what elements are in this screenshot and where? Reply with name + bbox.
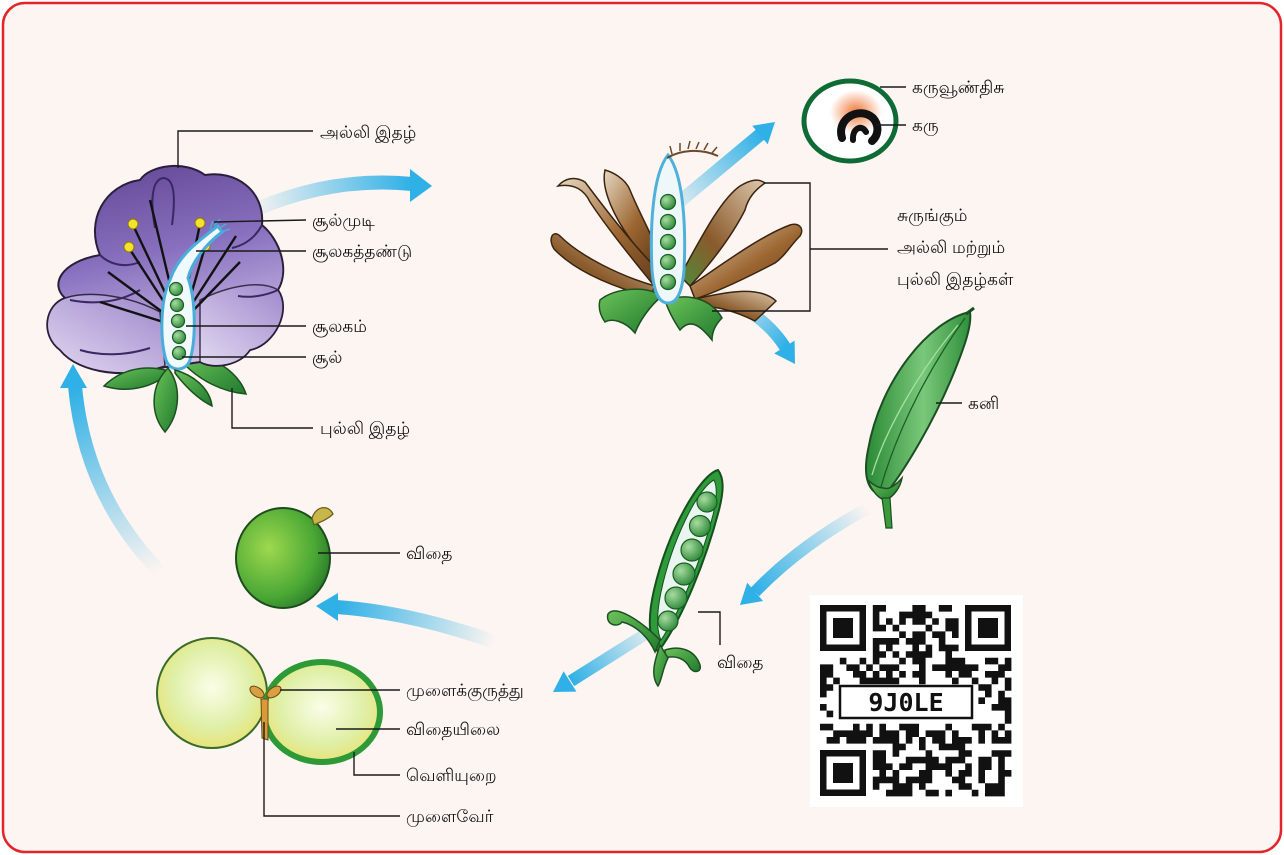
label-cotyledon: விதையிலை xyxy=(406,720,500,739)
label-sepal: புல்லி இதழ் xyxy=(320,419,410,439)
cotyledon-right xyxy=(264,662,380,762)
label-plumule: முளைக்குருத்து xyxy=(406,681,524,701)
label-fruit: கனி xyxy=(968,394,999,413)
label-petal: அல்லி இதழ் xyxy=(320,123,416,143)
label-endosperm: கருவூண்திசு xyxy=(912,78,1004,98)
qr-code-text: 9J0LE xyxy=(868,688,943,717)
label-stigma: சூல்முடி xyxy=(312,211,375,231)
seed-section xyxy=(804,81,896,161)
label-embryo: கரு xyxy=(912,116,939,136)
label-pod-seed: விதை xyxy=(717,653,764,672)
label-seed: விதை xyxy=(406,544,453,563)
label-seed-coat: வெளியுறை xyxy=(406,766,497,785)
label-style: சூலகத்தண்டு xyxy=(312,242,412,262)
qr-finder-bottom-left xyxy=(820,750,866,796)
label-radicle: முளைவேர் xyxy=(406,807,494,827)
cotyledon-left xyxy=(157,638,267,748)
qr-finder-top-right xyxy=(965,605,1011,651)
label-ovary: சூலகம் xyxy=(312,317,367,337)
qr-finder-top-left xyxy=(820,605,866,651)
label-withered-line3: புல்லி இதழ்கள் xyxy=(897,270,1014,290)
label-withered-line1: சுருங்கும் xyxy=(897,206,967,226)
qr-code[interactable]: 9J0LE xyxy=(810,595,1023,807)
label-ovule: சூல் xyxy=(312,348,342,368)
label-withered-line2: அல்லி மற்றும் xyxy=(897,238,1005,258)
